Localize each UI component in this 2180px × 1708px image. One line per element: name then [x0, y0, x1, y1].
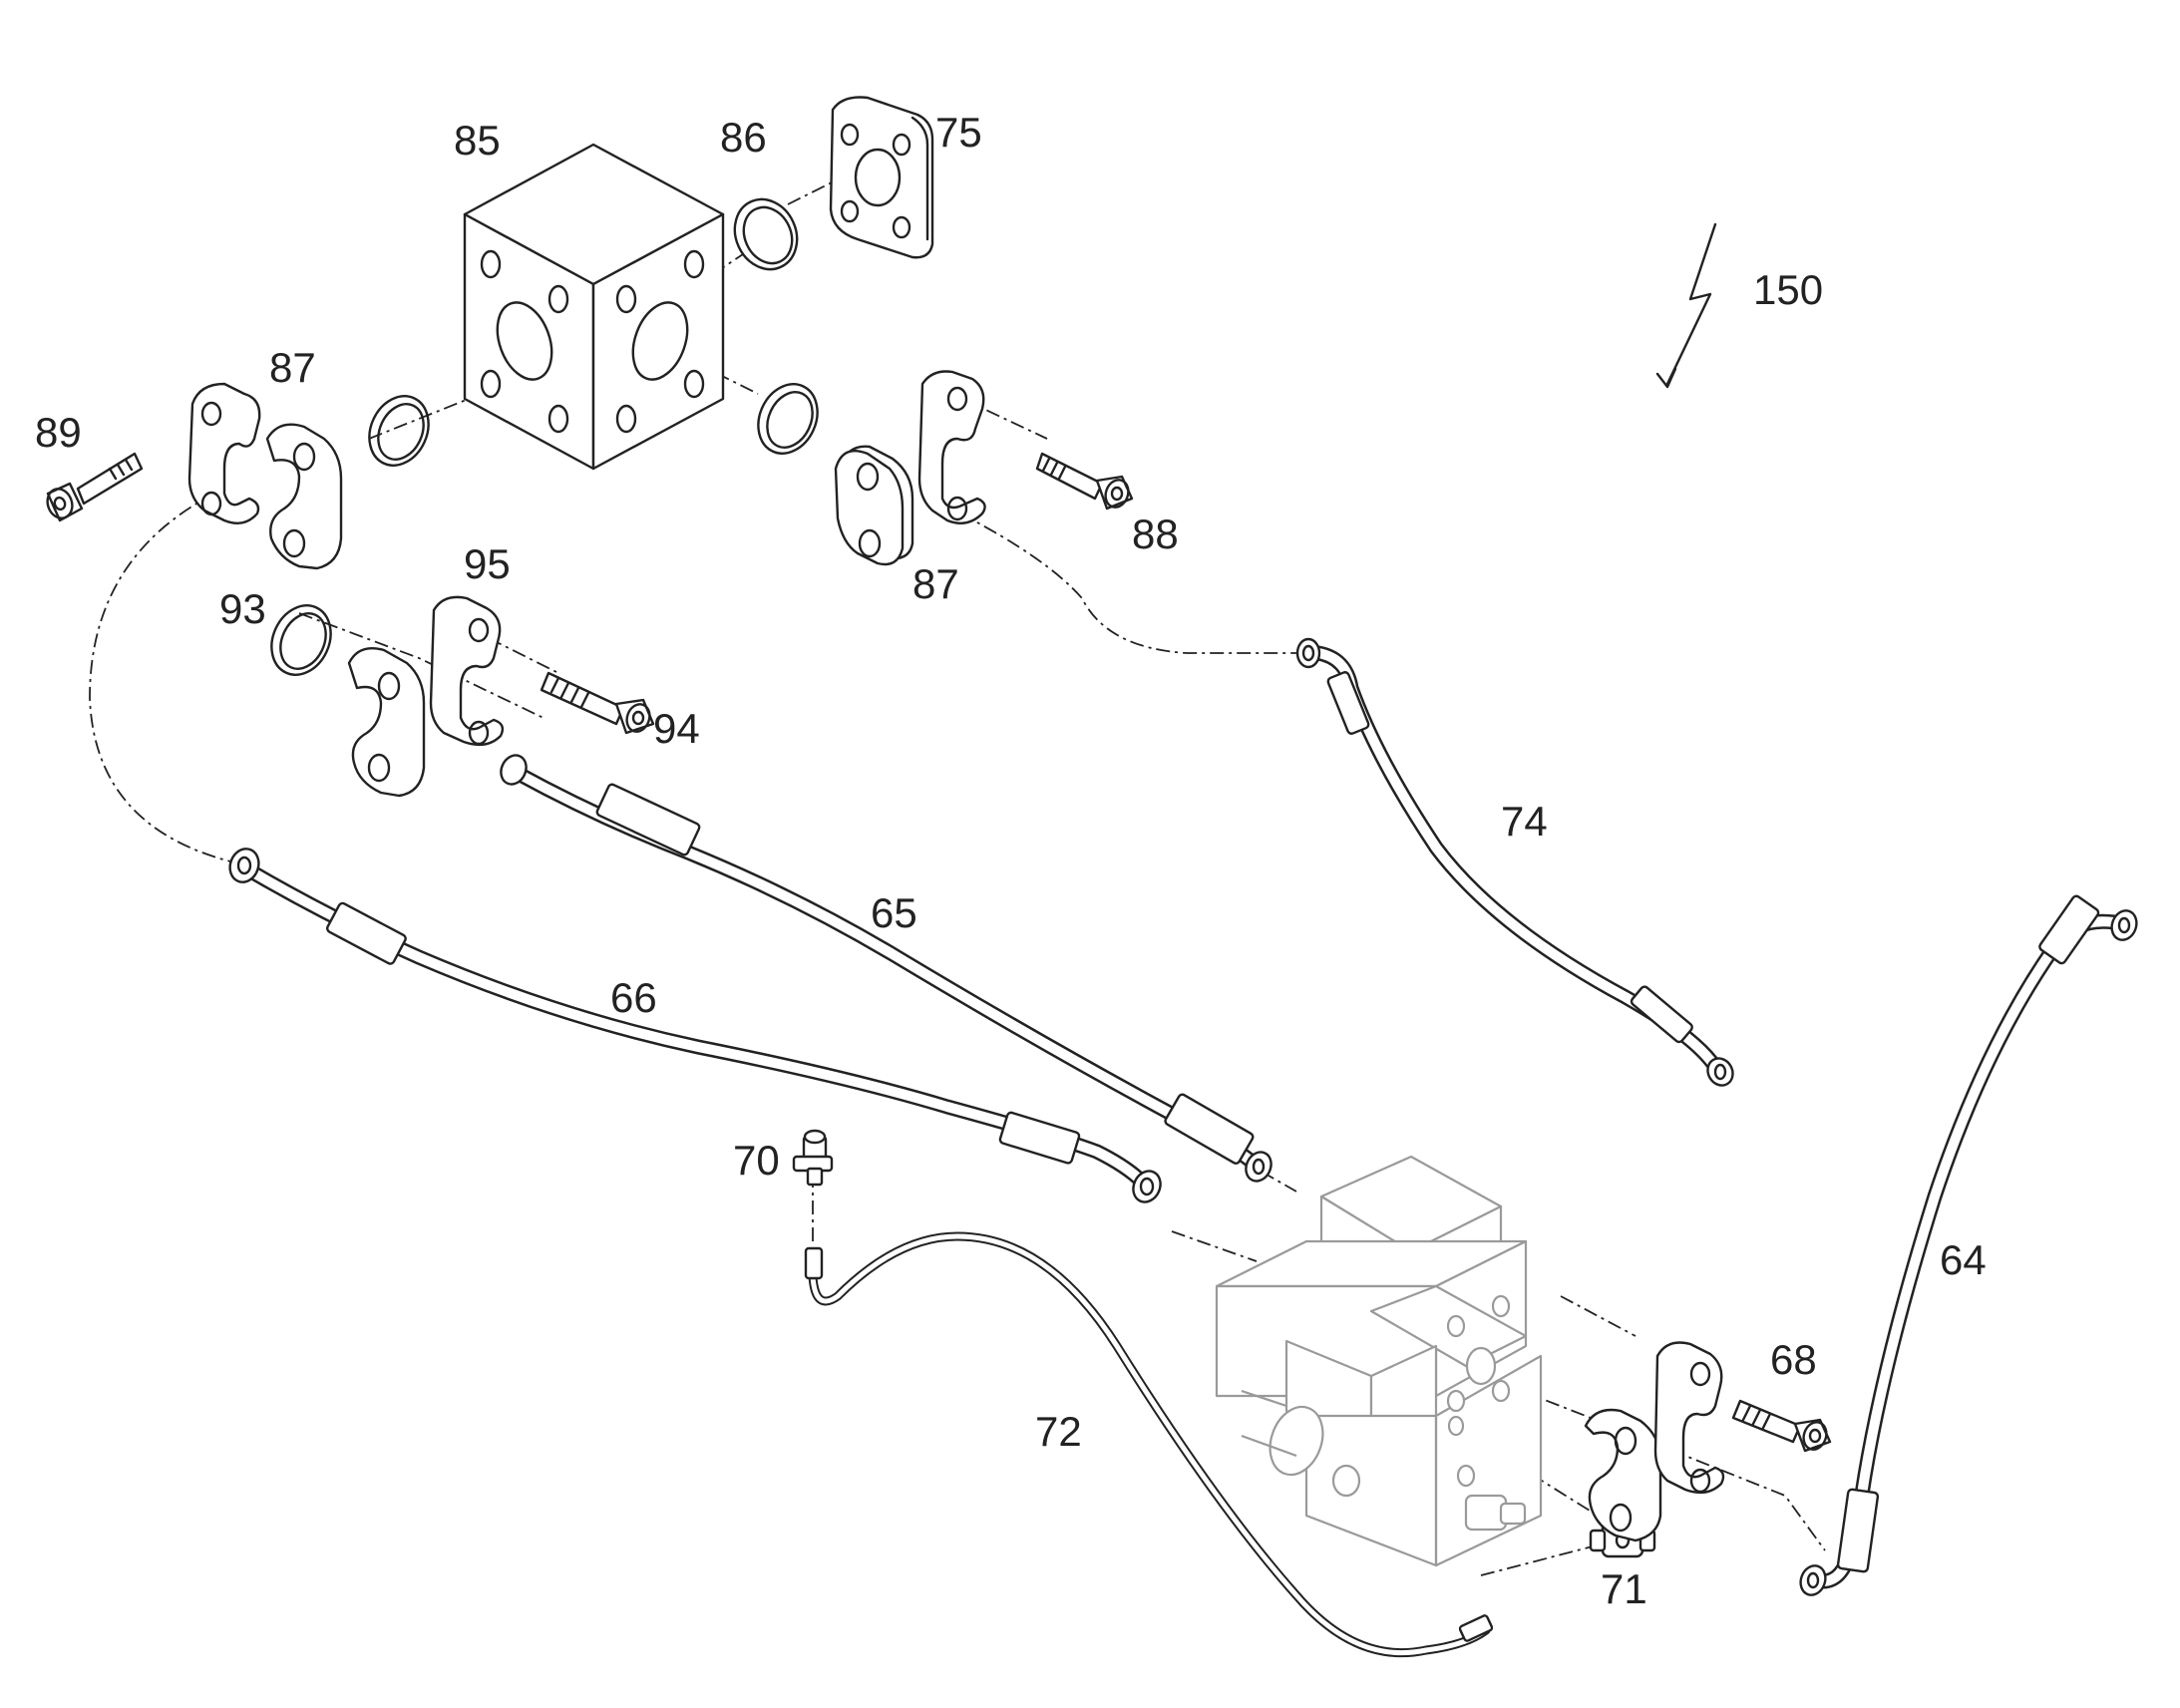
split-flange-87-left [187, 382, 343, 570]
o-ring-93 [270, 604, 332, 676]
label-93: 93 [219, 585, 266, 632]
split-flange-87-right [834, 370, 986, 566]
label-86: 86 [720, 114, 767, 161]
label-65: 65 [871, 889, 917, 936]
o-ring-86 [733, 197, 799, 271]
label-87-left: 87 [269, 344, 316, 391]
label-87-right: 87 [912, 560, 959, 607]
reference-arrow-150: 150 [1655, 222, 1823, 389]
bolt-94 [540, 671, 655, 735]
label-68: 68 [1770, 1336, 1817, 1383]
split-flange-95 [347, 595, 505, 798]
label-66: 66 [610, 974, 657, 1021]
label-74: 74 [1501, 798, 1548, 845]
flange-plate-75 [829, 96, 934, 259]
label-75: 75 [935, 109, 982, 156]
bolt-89 [46, 452, 144, 522]
hose-64 [1799, 894, 2138, 1596]
reference-number: 150 [1753, 266, 1823, 313]
o-ring-left [368, 395, 430, 467]
label-94: 94 [653, 705, 700, 752]
callout-labels: 85 86 75 87 89 88 87 95 93 94 74 65 66 7… [35, 109, 1987, 1612]
bolt-88 [1035, 452, 1134, 511]
label-70: 70 [733, 1137, 780, 1184]
fitting-70 [792, 1129, 834, 1187]
label-64: 64 [1940, 1236, 1987, 1283]
manifold-block-85 [463, 143, 725, 471]
split-flange-68-assembly [1584, 1341, 1832, 1542]
hose-66 [228, 848, 1162, 1203]
label-85: 85 [454, 117, 501, 164]
hose-74 [1295, 637, 1734, 1087]
valve-block [1215, 1155, 1543, 1567]
hose-72 [804, 1231, 1494, 1658]
label-71: 71 [1601, 1565, 1647, 1612]
label-89: 89 [35, 409, 82, 456]
o-ring-right [757, 383, 819, 455]
label-88: 88 [1132, 511, 1179, 557]
hose-65 [500, 754, 1272, 1183]
label-72: 72 [1035, 1408, 1082, 1455]
label-95: 95 [464, 540, 511, 587]
